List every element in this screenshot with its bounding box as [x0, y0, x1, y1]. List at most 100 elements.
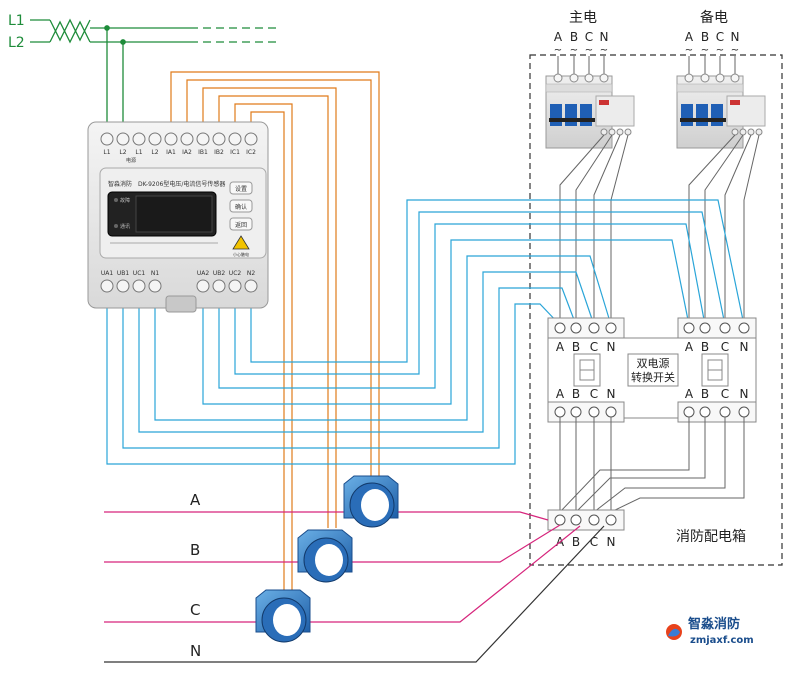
svg-text:B: B: [572, 340, 580, 354]
svg-text:设置: 设置: [235, 185, 247, 193]
svg-text:IA1: IA1: [166, 149, 176, 156]
svg-text:~: ~: [585, 45, 593, 56]
main-phase-n: N: [600, 30, 609, 44]
ats-label-line2: 转换开关: [631, 370, 675, 384]
backup-phase-n: N: [731, 30, 740, 44]
svg-text:C: C: [721, 340, 729, 354]
set-button[interactable]: [229, 181, 253, 195]
svg-text:N2: N2: [247, 270, 255, 277]
svg-text:L1: L1: [103, 149, 110, 156]
svg-text:~: ~: [731, 45, 739, 56]
fault-indicator: [114, 198, 118, 202]
line-b-label: B: [190, 541, 200, 559]
line-c-label: C: [190, 601, 200, 619]
svg-text:B: B: [572, 535, 580, 549]
main-source-labels: 主电 A B C N ~ ~ ~ ~: [554, 10, 609, 56]
svg-text:N: N: [607, 387, 616, 401]
svg-text:B: B: [701, 387, 709, 401]
warning-icon: [232, 235, 250, 250]
logo-url: zmjaxf.com: [690, 635, 754, 646]
svg-text:A: A: [685, 340, 694, 354]
svg-text:~: ~: [685, 45, 693, 56]
line-a-label: A: [190, 491, 201, 509]
current-transformer-c: [255, 589, 311, 643]
backup-phase-a: A: [685, 30, 694, 44]
svg-text:IC2: IC2: [246, 149, 256, 156]
cabinet-border: [529, 54, 783, 566]
svg-text:A: A: [685, 387, 694, 401]
top-group-label: 电源: [126, 157, 136, 164]
line-n-label: N: [190, 642, 201, 660]
device-buttons: 设置 确认 返回: [229, 181, 253, 231]
svg-text:C: C: [590, 340, 598, 354]
supply-lines: L1 L2: [8, 13, 280, 134]
main-source-title: 主电: [569, 10, 597, 26]
svg-text:B: B: [572, 387, 580, 401]
main-phase-c: C: [585, 30, 593, 44]
l1-label: L1: [8, 13, 25, 29]
sensor-device: L1 L2 L1 L2 IA1 IA2 IB1 IB2 IC1 IC2 电源 智…: [87, 121, 269, 313]
device-display: [135, 195, 213, 233]
main-phase-b: B: [570, 30, 578, 44]
svg-text:UB1: UB1: [117, 270, 130, 277]
svg-text:IB1: IB1: [198, 149, 208, 156]
voltage-wires: [106, 199, 745, 465]
back-button[interactable]: [229, 217, 253, 231]
svg-text:UC1: UC1: [133, 270, 146, 277]
comm-indicator: [114, 224, 118, 228]
svg-text:~: ~: [701, 45, 709, 56]
svg-text:UA1: UA1: [101, 270, 113, 277]
svg-text:~: ~: [570, 45, 578, 56]
backup-breaker: [676, 73, 766, 149]
device-brand: 智淼消防: [108, 180, 132, 188]
ats-output-wires: [559, 417, 745, 513]
svg-text:IA2: IA2: [182, 149, 192, 156]
svg-text:A: A: [556, 387, 565, 401]
svg-text:确认: 确认: [235, 203, 247, 211]
breaker-input-wires: [557, 56, 736, 78]
device-model: DK-9206型电压/电流信号传感器: [138, 180, 225, 188]
load-lines: [104, 511, 605, 663]
backup-source-labels: 备电 A B C N ~ ~ ~ ~: [685, 9, 740, 56]
current-transformer-b: [297, 529, 353, 583]
ats-label-line1: 双电源: [637, 356, 670, 370]
svg-text:N: N: [740, 387, 749, 401]
svg-text:A: A: [556, 340, 565, 354]
backup-phase-c: C: [716, 30, 724, 44]
svg-text:N: N: [740, 340, 749, 354]
svg-text:IB2: IB2: [214, 149, 224, 156]
svg-text:小心触电: 小心触电: [233, 251, 249, 257]
logo-name: 智淼消防: [688, 616, 740, 632]
svg-text:C: C: [721, 387, 729, 401]
svg-text:~: ~: [716, 45, 724, 56]
svg-text:~: ~: [554, 45, 562, 56]
svg-text:返回: 返回: [235, 222, 247, 229]
site-logo: 智淼消防 zmjaxf.com: [666, 616, 754, 646]
svg-text:L2: L2: [119, 149, 126, 156]
bottom-terminal-row: UA1 UB1 UC1 N1 UA2 UB2 UC2 N2: [100, 270, 258, 293]
current-transformer-a: [343, 475, 399, 528]
svg-text:~: ~: [600, 45, 608, 56]
svg-text:B: B: [701, 340, 709, 354]
svg-text:UB2: UB2: [213, 270, 226, 277]
l2-label: L2: [8, 35, 25, 51]
svg-text:UC2: UC2: [229, 270, 242, 277]
main-breaker: [545, 73, 635, 149]
svg-text:C: C: [590, 387, 598, 401]
breaker-to-ats-wires: [559, 134, 760, 325]
main-phase-a: A: [554, 30, 563, 44]
top-terminal-row: L1 L2 L1 L2 IA1 IA2 IB1 IB2 IC1 IC2 电源: [100, 132, 258, 164]
confirm-button[interactable]: [229, 199, 253, 213]
load-line-labels: A B C N: [190, 491, 201, 660]
svg-text:N: N: [607, 340, 616, 354]
svg-text:故障: 故障: [120, 197, 130, 204]
svg-text:L2: L2: [151, 149, 158, 156]
backup-phase-b: B: [701, 30, 709, 44]
svg-text:N: N: [607, 535, 616, 549]
svg-text:C: C: [590, 535, 598, 549]
svg-text:通讯: 通讯: [120, 223, 130, 230]
svg-text:UA2: UA2: [197, 270, 209, 277]
